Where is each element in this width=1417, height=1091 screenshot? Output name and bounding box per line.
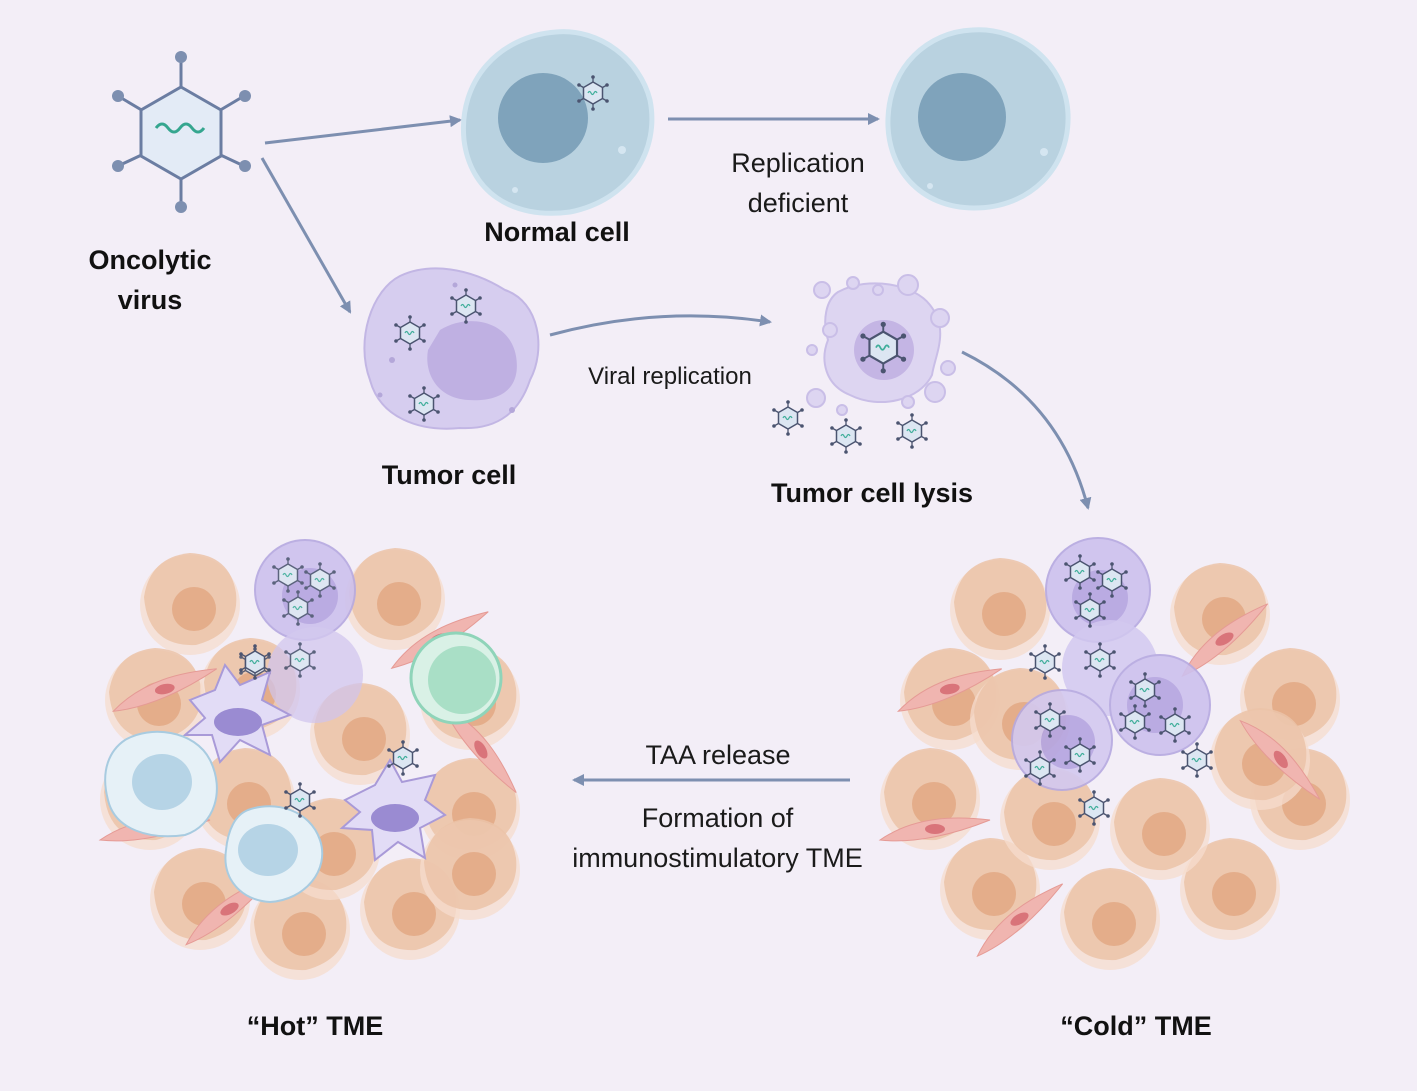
label-normal-cell: Normal cell xyxy=(484,217,630,247)
normal-cell-after-icon xyxy=(885,27,1071,211)
label-hot-tme: “Hot” TME xyxy=(246,1011,384,1041)
arrow-virus-to-normal xyxy=(264,115,462,145)
label-tumor-cell-lysis: Tumor cell lysis xyxy=(770,478,974,508)
lysed-cell-icon xyxy=(771,274,956,455)
label-formation-line2: immunostimulatory TME xyxy=(572,843,863,873)
infected-tumor-cell-icon xyxy=(238,539,363,723)
arrow-tumor-to-lysis xyxy=(549,314,772,337)
dendritic-cell-icon xyxy=(182,662,447,862)
label-tumor-cell: Tumor cell xyxy=(381,460,517,490)
label-cold-tme: “Cold” TME xyxy=(1060,1011,1212,1041)
normal-cell-icon xyxy=(460,29,655,216)
label-replication-line1: Replication xyxy=(731,148,865,178)
label-oncolytic-virus-line2: virus xyxy=(117,285,183,315)
label-formation: Formation of immunostimulatory TME xyxy=(530,798,905,878)
label-taa-release: TAA release xyxy=(645,740,791,770)
macrophage-icon xyxy=(104,730,324,904)
arrow-virus-to-tumor xyxy=(260,157,352,314)
label-oncolytic-virus-line1: Oncolytic xyxy=(88,245,212,275)
oncolytic-virus-icon xyxy=(112,51,251,213)
arrow-lysis-to-cold xyxy=(961,350,1092,510)
arrows xyxy=(260,113,1092,786)
cold-tme-cluster xyxy=(879,537,1350,970)
t-cell-icon xyxy=(409,631,503,725)
label-oncolytic-virus: Oncolytic virus xyxy=(60,240,240,320)
label-formation-line1: Formation of xyxy=(641,803,794,833)
tumor-cell-icon xyxy=(363,267,540,430)
label-replication-line2: deficient xyxy=(747,188,849,218)
hot-tme-cluster xyxy=(99,539,520,980)
label-viral-replication: Viral replication xyxy=(588,363,752,390)
label-replication-deficient: Replication deficient xyxy=(698,143,898,223)
